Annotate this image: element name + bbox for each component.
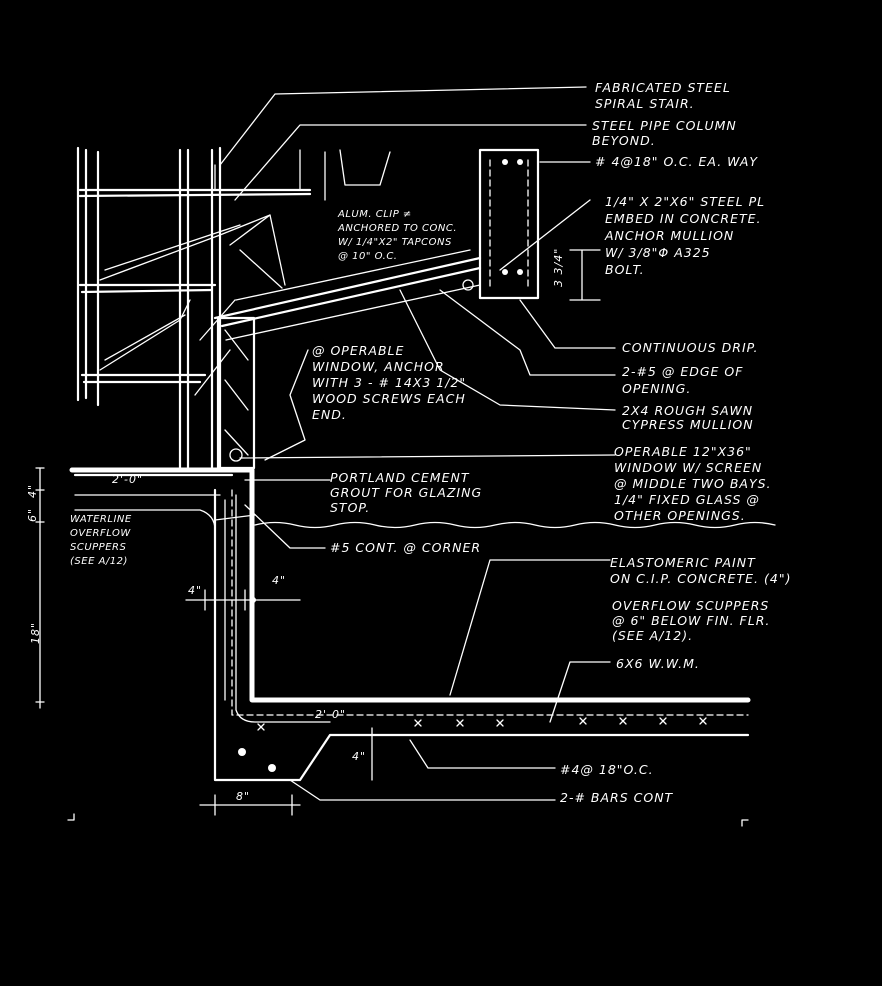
sloped-sill bbox=[213, 249, 482, 341]
label-elastomeric-paint-line-2: ON C.I.P. CONCRETE. (4") bbox=[610, 571, 791, 586]
label-overflow-scuppers-right: OVERFLOW SCUPPERS@ 6" BELOW FIN. FLR.(SE… bbox=[612, 598, 770, 643]
label-fabricated-steel-spiral-stair-line-1: FABRICATED STEEL bbox=[595, 80, 731, 95]
label-continuous-drip-line-1: CONTINUOUS DRIP. bbox=[622, 340, 758, 355]
label-bars-cont: 2-# BARS CONT bbox=[560, 790, 674, 805]
label-operable-window-line-4: 1/4" FIXED GLASS @ bbox=[614, 492, 760, 507]
label-continuous-drip: CONTINUOUS DRIP. bbox=[622, 340, 758, 355]
label-steel-plate-embed: 1/4" X 2"X6" STEEL PL EMBED IN CONCRETE. A… bbox=[604, 194, 765, 277]
dim-left-4: 4" bbox=[26, 484, 39, 498]
dim-wall-right: 4" bbox=[272, 574, 286, 587]
label-waterline: WATERLINE OVERFLOW SCUPPERS (SEE A/12) bbox=[70, 514, 132, 567]
label-operable-anchor-line-3: WITH 3 - # 14X3 1/2" bbox=[312, 375, 466, 390]
label-operable-anchor-line-2: WINDOW, ANCHOR bbox=[312, 359, 445, 374]
dim-slab-4: 4" bbox=[352, 750, 366, 763]
label-operable-window-line-3: @ MIDDLE TWO BAYS. bbox=[614, 476, 772, 491]
label-rebar-4-18-ea-way-line-1: # 4@18" O.C. EA. WAY bbox=[595, 154, 758, 169]
label-steel-plate-embed-line-2: EMBED IN CONCRETE. bbox=[605, 211, 762, 226]
dim-left-6: 6" bbox=[26, 508, 39, 522]
label-wwm-line-1: 6X6 W.W.M. bbox=[616, 656, 700, 671]
label-waterline-line-3: SCUPPERS bbox=[70, 542, 126, 553]
label-rebar-5-corner-line-1: #5 CONT. @ CORNER bbox=[330, 540, 481, 555]
label-rebar-4-18-ea-way: # 4@18" O.C. EA. WAY bbox=[595, 154, 758, 169]
label-steel-plate-embed-line-3: ANCHOR MULLION bbox=[604, 228, 734, 243]
label-steel-plate-embed-line-4: W/ 3/8"Φ A325 bbox=[605, 245, 711, 260]
concrete-wall-slab bbox=[69, 467, 751, 782]
label-operable-window-line-1: OPERABLE 12"X36" bbox=[614, 444, 752, 459]
dim-base-8: 8" bbox=[236, 790, 250, 803]
label-portland-cement-grout-line-1: PORTLAND CEMENT bbox=[330, 470, 470, 485]
label-waterline-line-4: (SEE A/12) bbox=[70, 556, 128, 567]
label-waterline-line-1: WATERLINE bbox=[70, 514, 132, 525]
dim-top-span: 2'-0" bbox=[112, 473, 143, 486]
dim-height-18: 18" bbox=[29, 622, 42, 644]
label-overflow-scuppers-right-line-2: @ 6" BELOW FIN. FLR. bbox=[612, 613, 770, 628]
label-portland-cement-grout-line-2: GROUT FOR GLAZING bbox=[330, 485, 482, 500]
label-steel-plate-embed-line-5: BOLT. bbox=[605, 262, 645, 277]
label-steel-plate-embed-line-1: 1/4" X 2"X6" STEEL PL bbox=[605, 194, 765, 209]
label-operable-anchor-line-1: @ OPERABLE bbox=[312, 343, 404, 358]
label-operable-window-line-2: WINDOW W/ SCREEN bbox=[614, 460, 762, 475]
label-alum-clip-line-1: ALUM. CLIP ≠ bbox=[337, 209, 412, 220]
label-rebar-2-5-edge-line-1: 2-#5 @ EDGE OF bbox=[622, 364, 743, 379]
window-mullion bbox=[216, 316, 256, 470]
label-overflow-scuppers-right-line-3: (SEE A/12). bbox=[612, 628, 693, 643]
slab-rebar bbox=[238, 597, 707, 772]
water-line bbox=[254, 521, 776, 529]
dimension-lines bbox=[35, 249, 749, 827]
label-rebar-5-corner: #5 CONT. @ CORNER bbox=[330, 540, 481, 555]
dim-beam-34: 3 3/4" bbox=[552, 248, 565, 287]
label-fabricated-steel-spiral-stair-line-2: SPIRAL STAIR. bbox=[595, 96, 695, 111]
label-operable-anchor-line-5: END. bbox=[312, 407, 347, 422]
label-rebar-4-18-oc-line-1: #4@ 18"O.C. bbox=[560, 762, 654, 777]
label-operable-window-line-5: OTHER OPENINGS. bbox=[614, 508, 746, 523]
label-portland-cement-grout-line-3: STOP. bbox=[330, 500, 370, 515]
label-alum-clip-line-4: @ 10" O.C. bbox=[338, 251, 398, 262]
dim-wall-left: 4" bbox=[188, 584, 202, 597]
label-cypress-mullion-line-1: 2X4 ROUGH SAWN bbox=[622, 403, 753, 418]
label-operable-anchor-line-4: WOOD SCREWS EACH bbox=[312, 391, 466, 406]
dim-bottom-span: 2'-0" bbox=[315, 708, 346, 721]
label-operable-window: OPERABLE 12"X36"WINDOW W/ SCREEN@ MIDDLE… bbox=[614, 444, 772, 523]
label-rebar-2-5-edge: 2-#5 @ EDGE OF OPENING. bbox=[622, 364, 743, 396]
label-overflow-scuppers-right-line-1: OVERFLOW SCUPPERS bbox=[612, 598, 769, 613]
label-alum-clip-line-2: ANCHORED TO CONC. bbox=[337, 223, 457, 234]
label-alum-clip-line-3: W/ 1/4"X2" TAPCONS bbox=[338, 237, 452, 248]
label-rebar-2-5-edge-line-2: OPENING. bbox=[622, 381, 691, 396]
label-bars-cont-line-1: 2-# BARS CONT bbox=[560, 790, 674, 805]
label-steel-pipe-column-beyond-line-2: BEYOND. bbox=[592, 133, 656, 148]
concrete-beam-section bbox=[462, 148, 540, 300]
label-elastomeric-paint-line-1: ELASTOMERIC PAINT bbox=[610, 555, 756, 570]
label-cypress-mullion-line-2: CYPRESS MULLION bbox=[622, 417, 754, 432]
dimension-labels: 2'-0" 2'-0" 4" 6" 18" 4" 4" 4" 8" 3 3/4" bbox=[26, 248, 565, 803]
label-wwm: 6X6 W.W.M. bbox=[616, 656, 700, 671]
label-alum-clip: ALUM. CLIP ≠ ANCHORED TO CONC. W/ 1/4"X2" … bbox=[337, 209, 457, 262]
label-rebar-4-18-oc: #4@ 18"O.C. bbox=[560, 762, 654, 777]
leader-lines bbox=[214, 86, 616, 801]
label-waterline-line-2: OVERFLOW bbox=[70, 528, 131, 539]
spiral-stair-framing bbox=[76, 146, 391, 472]
label-steel-pipe-column-beyond-line-1: STEEL PIPE COLUMN bbox=[592, 118, 737, 133]
